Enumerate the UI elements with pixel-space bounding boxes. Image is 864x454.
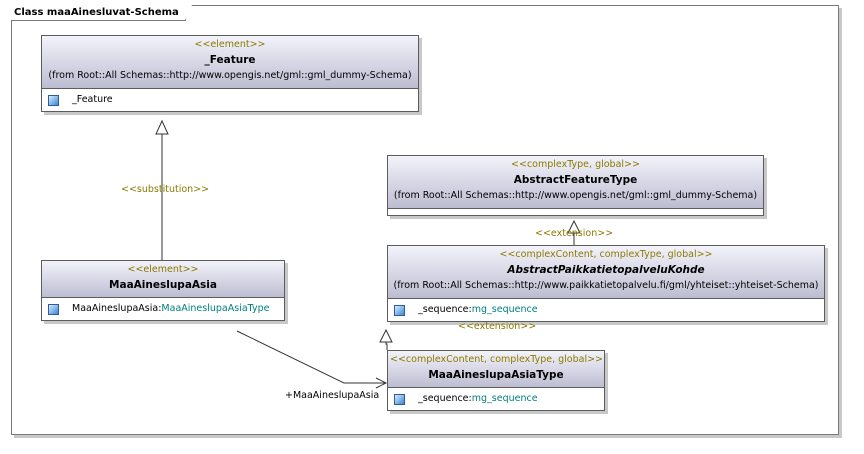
attribute-icon (48, 95, 59, 106)
attribute-type: MaaAineslupaAsiaType (161, 303, 270, 314)
class-abstract-feature-type-header: <<complexType, global>> AbstractFeatureT… (388, 156, 763, 209)
class-name: AbstractPaikkatietopalveluKohde (507, 264, 705, 276)
class-abstract-kohde-header: <<complexContent, complexType, global>> … (388, 246, 824, 299)
extension-arrowhead-1 (567, 219, 581, 234)
attribute-row[interactable]: MaaAineslupaAsia:MaaAineslupaAsiaType (42, 298, 284, 320)
attribute-icon (48, 304, 59, 315)
substitution-label: <<substitution>> (121, 184, 210, 195)
extension-label-1: <<extension>> (535, 228, 614, 239)
class-maa-aineslupa-asia[interactable]: <<element>> MaaAineslupaAsia MaaAineslup… (41, 260, 285, 321)
association-arrowhead (375, 377, 388, 389)
frame-title: Class maaAinesluvat-Schema (11, 5, 192, 21)
class-source: (from Root::All Schemas::http://www.open… (393, 190, 758, 201)
attribute-name: _Feature (72, 94, 113, 105)
class-abstract-paikkatietopalvelu-kohde[interactable]: <<complexContent, complexType, global>> … (387, 245, 825, 322)
stereotype-label: <<complexContent, complexType, global>> (499, 249, 713, 260)
association-role-label: +MaaAineslupaAsia (285, 390, 380, 401)
attribute-name: MaaAineslupaAsia: (72, 303, 162, 314)
class-asia-header: <<element>> MaaAineslupaAsia (42, 261, 284, 298)
attribute-type: mg_sequence (471, 393, 538, 404)
empty-compartment (388, 209, 763, 215)
association-line (236, 330, 386, 384)
attribute-row[interactable]: _sequence:mg_sequence (388, 299, 824, 321)
extension-arrowhead-2 (379, 328, 393, 343)
stereotype-label: <<complexType, global>> (511, 159, 640, 170)
attribute-icon (394, 305, 405, 316)
class-feature[interactable]: <<element>> _Feature (from Root::All Sch… (41, 35, 419, 112)
class-asia-type-header: <<complexContent, complexType, global>> … (388, 351, 604, 388)
attribute-type: mg_sequence (471, 304, 538, 315)
stereotype-label: <<element>> (194, 39, 266, 50)
class-feature-header: <<element>> _Feature (from Root::All Sch… (42, 36, 418, 89)
attribute-row[interactable]: _Feature (42, 89, 418, 111)
class-name: MaaAineslupaAsia (109, 279, 217, 291)
attribute-icon (394, 394, 405, 405)
attribute-name: _sequence: (418, 304, 472, 315)
class-source: (from Root::All Schemas::http://www.paik… (393, 280, 819, 291)
class-maa-aineslupa-asia-type[interactable]: <<complexContent, complexType, global>> … (387, 350, 605, 411)
class-source: (from Root::All Schemas::http://www.open… (48, 70, 412, 81)
class-abstract-feature-type[interactable]: <<complexType, global>> AbstractFeatureT… (387, 155, 764, 216)
attribute-row[interactable]: _sequence:mg_sequence (388, 388, 604, 410)
substitution-arrowhead (155, 119, 169, 135)
stereotype-label: <<element>> (127, 264, 199, 275)
class-name: AbstractFeatureType (513, 174, 638, 186)
extension-label-2: <<extension>> (458, 321, 537, 332)
stereotype-label: <<complexContent, complexType, global>> (390, 354, 604, 365)
class-name: MaaAineslupaAsiaType (428, 369, 564, 381)
attribute-name: _sequence: (418, 393, 472, 404)
class-name: _Feature (204, 54, 256, 66)
